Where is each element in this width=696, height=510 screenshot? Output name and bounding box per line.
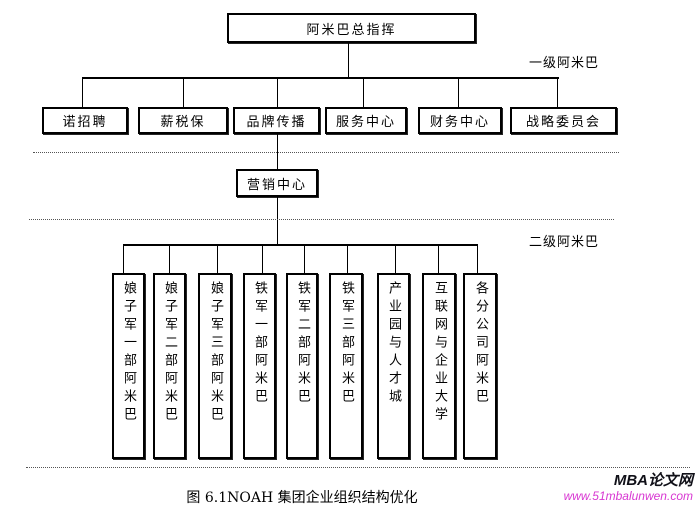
dotted-separator (33, 152, 619, 153)
watermark-url: www.51mbalunwen.com (563, 488, 693, 503)
org-node-level2: 铁军二部阿米巴 (286, 273, 318, 459)
org-node-level2: 产业园与人才城 (377, 273, 410, 459)
org-node-level2: 娘子军一部阿米巴 (112, 273, 145, 459)
connector (363, 78, 364, 107)
connector (304, 245, 305, 273)
connector (277, 134, 278, 169)
connector (217, 245, 218, 273)
org-node-root: 阿米巴总指挥 (227, 13, 476, 43)
org-node-level2: 铁军一部阿米巴 (243, 273, 276, 459)
connector (557, 78, 558, 107)
org-node-level2: 娘子军二部阿米巴 (153, 273, 186, 459)
connector (262, 245, 263, 273)
connector (395, 245, 396, 273)
connector (477, 245, 478, 273)
org-node-level1: 品牌传播 (233, 107, 320, 134)
org-node-level1: 服务中心 (325, 107, 407, 134)
connector (458, 78, 459, 107)
level1-label: 一级阿米巴 (529, 56, 600, 71)
watermark-site-name: MBA论文网 (613, 472, 693, 489)
connector (438, 245, 439, 273)
org-node-level2: 各分公司阿米巴 (463, 273, 497, 459)
org-node-mid: 营销中心 (236, 169, 318, 197)
org-node-level2: 娘子军三部阿米巴 (198, 273, 232, 459)
connector (347, 245, 348, 273)
connector (348, 43, 349, 78)
org-node-level2: 互联网与企业大学 (422, 273, 456, 459)
connector (82, 78, 83, 107)
connector (82, 77, 559, 79)
org-node-level2: 铁军三部阿米巴 (329, 273, 363, 459)
org-node-level1: 战略委员会 (510, 107, 617, 134)
connector (123, 244, 478, 246)
dotted-separator (29, 219, 614, 220)
connector (123, 245, 124, 273)
level2-label: 二级阿米巴 (529, 235, 600, 250)
org-node-level1: 诺招聘 (42, 107, 128, 134)
figure-caption: 图 6.1NOAH 集团企业组织结构优化 (186, 490, 418, 506)
watermark: MBA论文网 www.51mbalunwen.com (563, 472, 693, 503)
connector (169, 245, 170, 273)
org-node-level1: 财务中心 (418, 107, 502, 134)
connector (277, 197, 278, 245)
dotted-separator (26, 467, 690, 468)
connector (183, 78, 184, 107)
org-node-level1: 薪税保 (138, 107, 228, 134)
connector (277, 78, 278, 107)
